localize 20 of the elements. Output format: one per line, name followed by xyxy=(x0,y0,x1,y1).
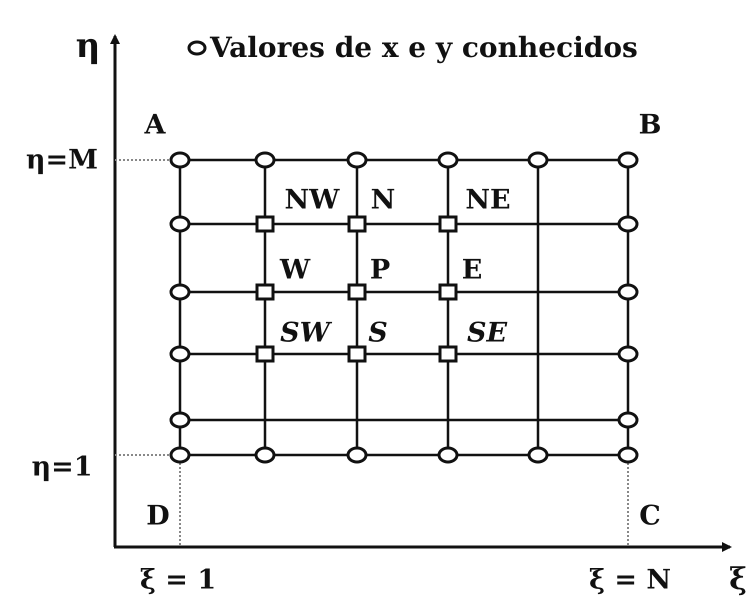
axis-label: ξ xyxy=(729,565,747,595)
point-label: NW xyxy=(284,186,340,214)
corner-label: A xyxy=(144,112,166,138)
point-label: E xyxy=(462,256,482,284)
point-label: P xyxy=(370,256,390,284)
axis-tick-label: η=1 xyxy=(31,454,93,480)
axis-tick-label: η=M xyxy=(26,146,98,174)
axis-label: η xyxy=(76,29,100,63)
corner-label: C xyxy=(639,502,661,530)
point-label: SE xyxy=(466,320,508,346)
corner-label: B xyxy=(638,112,662,138)
axis-tick-label: ξ = N xyxy=(588,566,672,594)
corner-label: D xyxy=(146,502,170,530)
point-label: NE xyxy=(465,186,511,214)
point-label: N xyxy=(370,186,396,214)
axis-tick-label: ξ = 1 xyxy=(140,566,216,594)
point-label: SW xyxy=(280,320,330,346)
point-label: W xyxy=(280,256,310,284)
legend-label: Valores de x e y conhecidos xyxy=(210,34,638,62)
point-label: S xyxy=(368,320,388,346)
